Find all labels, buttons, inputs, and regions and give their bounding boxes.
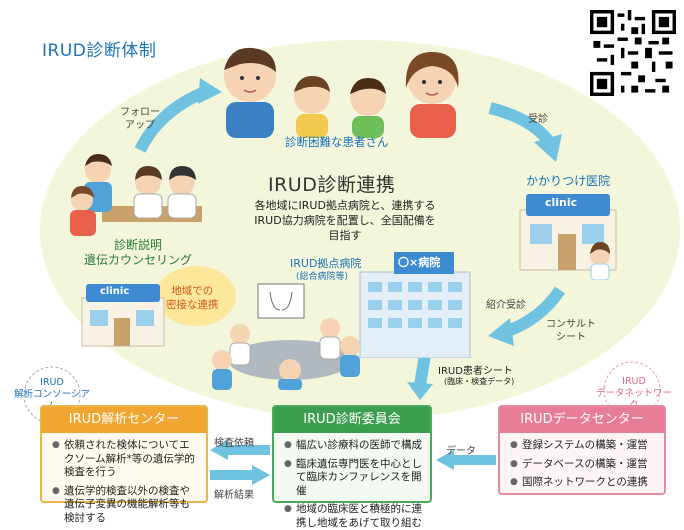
center-title: IRUD診断連携 xyxy=(268,174,396,196)
test-request-label: 検査依頼 xyxy=(214,438,254,449)
committee-title: IRUD診断委員会 xyxy=(274,407,430,433)
qr-code-icon xyxy=(590,10,676,96)
flow-arrows xyxy=(23,78,661,485)
analysis-center-list: 依頼された検体についてエクソーム解析*等の遺伝学的検査を行う 遺伝学的検査以外の… xyxy=(42,439,206,525)
data-label: データ xyxy=(446,446,476,457)
data-center-list: 登録システムの構築・運営 データベースの構築・運営 国際ネットワークとの連携 xyxy=(500,439,664,490)
analysis-result-label: 解析結果 xyxy=(214,490,254,501)
conference-illustration xyxy=(212,283,360,390)
list-item: 遺伝学的検査以外の検査や遺伝子変異の機能解析等も検討する xyxy=(52,485,198,526)
hub-hospital-sub: (総合病院等) xyxy=(296,272,349,282)
data-center-box: IRUDデータセンター 登録システムの構築・運営 データベースの構築・運営 国際… xyxy=(498,405,666,495)
family-doctor-label: かかりつけ医院 xyxy=(526,174,611,188)
analysis-center-box: IRUD解析センター 依頼された検体についてエクソーム解析*等の遺伝学的検査を行… xyxy=(40,405,208,524)
analysis-center-title: IRUD解析センター xyxy=(42,407,206,433)
committee-list: 幅広い診療科の医師で構成 臨床遺伝専門医を中心として臨床カンファレンスを開催 地… xyxy=(274,439,430,530)
counseling-illustration xyxy=(70,154,202,236)
patient-family-illustration xyxy=(224,47,459,138)
list-item: 国際ネットワークとの連携 xyxy=(510,476,656,490)
patient-sheet-label: IRUD患者シート xyxy=(438,366,513,377)
page-title: IRUD診断体制 xyxy=(42,41,157,61)
consultation-label: 受診 xyxy=(528,114,548,125)
list-item: 依頼された検体についてエクソーム解析*等の遺伝学的検査を行う xyxy=(52,439,198,480)
list-item: 臨床遺伝専門医を中心として臨床カンファレンスを開催 xyxy=(284,458,422,499)
center-description: 各地域にIRUD拠点病院と、連携するIRUD協力病院を配置し、全国配備を目指す xyxy=(254,199,436,242)
list-item: データベースの構築・運営 xyxy=(510,458,656,472)
patients-label: 診断困難な患者さん xyxy=(285,135,389,149)
hub-hospital-label: IRUD拠点病院 xyxy=(290,257,362,270)
patient-sheet-sub: (臨床・検査データ) xyxy=(444,377,515,386)
clinic-building-left xyxy=(81,284,165,347)
data-center-title: IRUDデータセンター xyxy=(500,407,664,433)
consult-sheet-label: コンサルト シート xyxy=(546,319,596,343)
clinic-sign-left: clinic xyxy=(100,286,130,297)
referral-label: 紹介受診 xyxy=(486,300,526,311)
clinic-sign-right: clinic xyxy=(545,196,578,209)
clinic-building-right xyxy=(519,194,617,280)
hospital-sign: 〇×病院 xyxy=(398,256,441,269)
counseling-label: 診断説明 遺伝カウンセリング xyxy=(84,238,193,267)
regional-label: 地域での 密接な連携 xyxy=(166,285,219,311)
list-item: 登録システムの構築・運営 xyxy=(510,439,656,453)
hospital-building xyxy=(359,252,471,358)
follow-up-label: フォロー アップ xyxy=(120,107,160,131)
list-item: 地域の臨床医と積極的に連携し地域をあげて取り組む xyxy=(284,503,422,530)
list-item: 幅広い診療科の医師で構成 xyxy=(284,439,422,453)
committee-box: IRUD診断委員会 幅広い診療科の医師で構成 臨床遺伝専門医を中心として臨床カン… xyxy=(272,405,432,529)
